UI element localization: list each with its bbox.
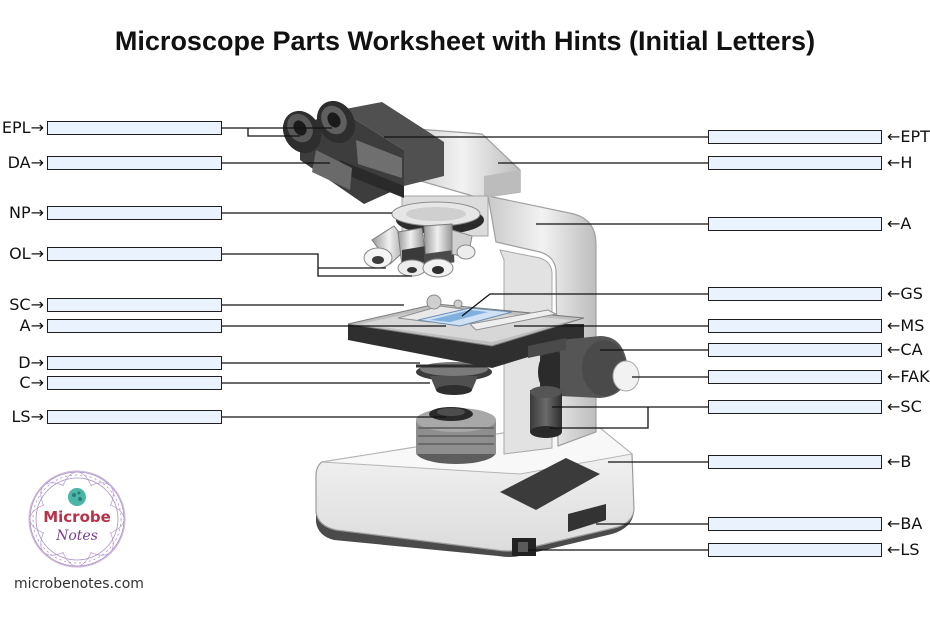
leader-lines <box>222 127 708 551</box>
label-d: D→ <box>18 353 44 372</box>
label-ca-answer-box[interactable] <box>708 343 882 357</box>
page-title: Microscope Parts Worksheet with Hints (I… <box>114 26 816 56</box>
eyepieces <box>282 100 444 204</box>
label-sc-left: SC→ <box>9 295 44 314</box>
label-np-answer-box[interactable] <box>47 206 222 220</box>
label-a-left: A→ <box>19 316 44 335</box>
label-sc-left-answer-box[interactable] <box>47 298 222 312</box>
label-h: ←H <box>887 153 913 172</box>
label-h-answer-box[interactable] <box>708 156 882 170</box>
label-b: ←B <box>887 452 912 471</box>
label-c-answer-box[interactable] <box>47 376 222 390</box>
label-a-left-answer-box[interactable] <box>47 319 222 333</box>
label-fak: ←FAK <box>887 367 930 386</box>
label-sc-right: ←SC <box>887 397 922 416</box>
label-a-right-answer-box[interactable] <box>708 217 882 231</box>
stage <box>347 294 585 368</box>
label-ol: OL→ <box>9 244 44 263</box>
label-ol-answer-box[interactable] <box>47 247 222 261</box>
microscope-base <box>315 427 635 557</box>
light-source <box>416 407 496 464</box>
label-ls-left: LS→ <box>11 407 44 426</box>
label-ls-right-answer-box[interactable] <box>708 543 882 557</box>
label-d-answer-box[interactable] <box>47 356 222 370</box>
logo-text-notes: Notes <box>56 528 98 544</box>
label-a-right: ←A <box>887 214 912 233</box>
label-ms: ←MS <box>887 316 925 335</box>
label-ls-right: ←LS <box>887 540 920 559</box>
label-gs: ←GS <box>887 284 923 303</box>
label-np: NP→ <box>8 203 44 222</box>
label-epl-answer-box[interactable] <box>47 121 222 135</box>
focus-knobs <box>528 336 640 438</box>
label-epl: EPL→ <box>1 118 44 137</box>
label-ept-answer-box[interactable] <box>708 130 882 144</box>
label-da-answer-box[interactable] <box>47 156 222 170</box>
label-fak-answer-box[interactable] <box>708 370 882 384</box>
microscope-head <box>391 127 521 237</box>
label-c: C→ <box>19 373 44 392</box>
label-da: DA→ <box>7 153 44 172</box>
label-sc-right-answer-box[interactable] <box>708 400 882 414</box>
condenser <box>416 362 494 395</box>
label-ba: ←BA <box>887 514 923 533</box>
label-ca: ←CA <box>887 340 923 359</box>
label-ept: ←EPT <box>887 127 930 146</box>
label-gs-answer-box[interactable] <box>708 287 882 301</box>
logo-text-microbe: Microbe <box>43 508 111 526</box>
objective-lenses <box>363 223 476 278</box>
microbe-notes-logo <box>28 470 126 568</box>
label-ms-answer-box[interactable] <box>708 319 882 333</box>
label-ls-left-answer-box[interactable] <box>47 410 222 424</box>
label-b-answer-box[interactable] <box>708 455 882 469</box>
website-url: microbenotes.com <box>14 576 144 592</box>
label-ba-answer-box[interactable] <box>708 517 882 531</box>
